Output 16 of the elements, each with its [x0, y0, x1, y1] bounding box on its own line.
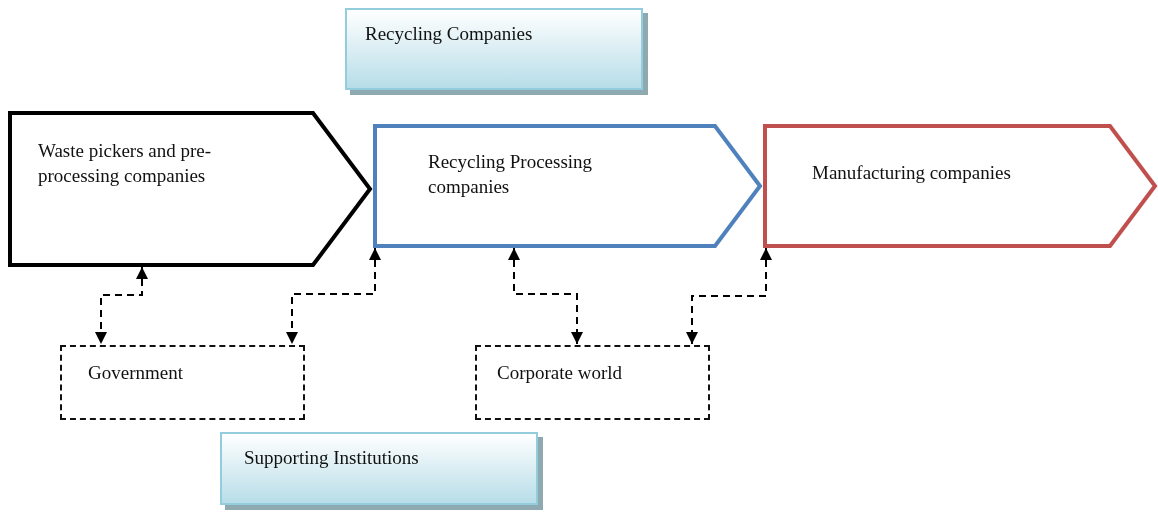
dashed-arrow	[508, 247, 583, 345]
dashed-arrow	[95, 266, 148, 345]
node-label: Corporate world	[497, 361, 623, 385]
node-label: Waste pickers and pre-processing companies	[38, 139, 213, 188]
dashed-arrow	[286, 247, 381, 345]
chevron-shape	[765, 126, 1155, 246]
node-label: Manufacturing companies	[812, 161, 1011, 185]
dashed-box	[475, 345, 710, 420]
chevron-shape	[10, 113, 370, 265]
dashed-arrow	[686, 247, 772, 345]
dashed-box	[60, 345, 305, 420]
node-label: Government	[88, 361, 183, 385]
node-label: Supporting Institutions	[244, 446, 419, 470]
node-label: Recycling Processing companies	[428, 150, 594, 199]
node-label: Recycling Companies	[365, 22, 533, 46]
chevron-shape	[375, 126, 760, 246]
